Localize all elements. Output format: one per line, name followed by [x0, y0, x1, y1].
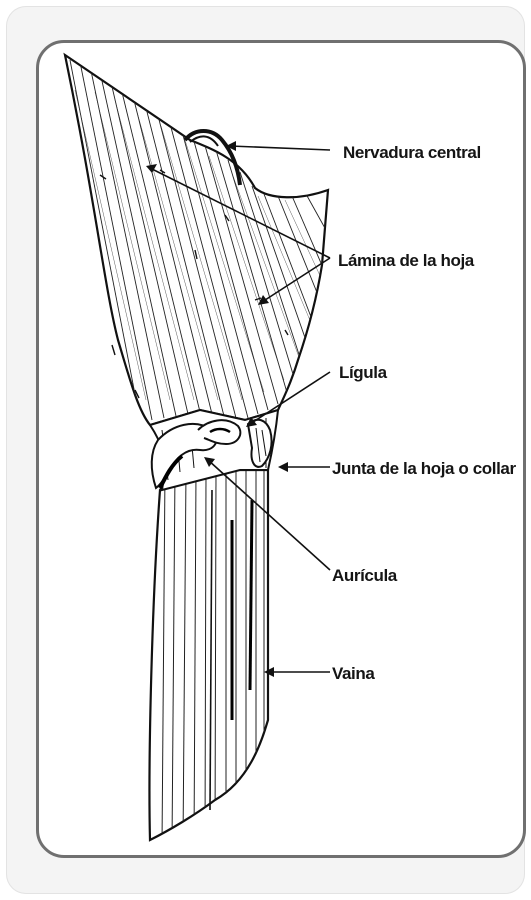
leaf-blade: [65, 55, 328, 425]
label-lamina-de-la-hoja: Lámina de la hoja: [338, 251, 475, 270]
label-junta-de-la-hoja: Junta de la hoja o collar: [332, 459, 516, 478]
label-vaina: Vaina: [332, 664, 375, 683]
label-auricula: Aurícula: [332, 566, 398, 585]
nervadura-leader: [230, 146, 330, 150]
leaf-sheath: [149, 466, 268, 845]
label-nervadura-central: Nervadura central: [343, 143, 481, 162]
label-ligula: Lígula: [339, 363, 388, 382]
